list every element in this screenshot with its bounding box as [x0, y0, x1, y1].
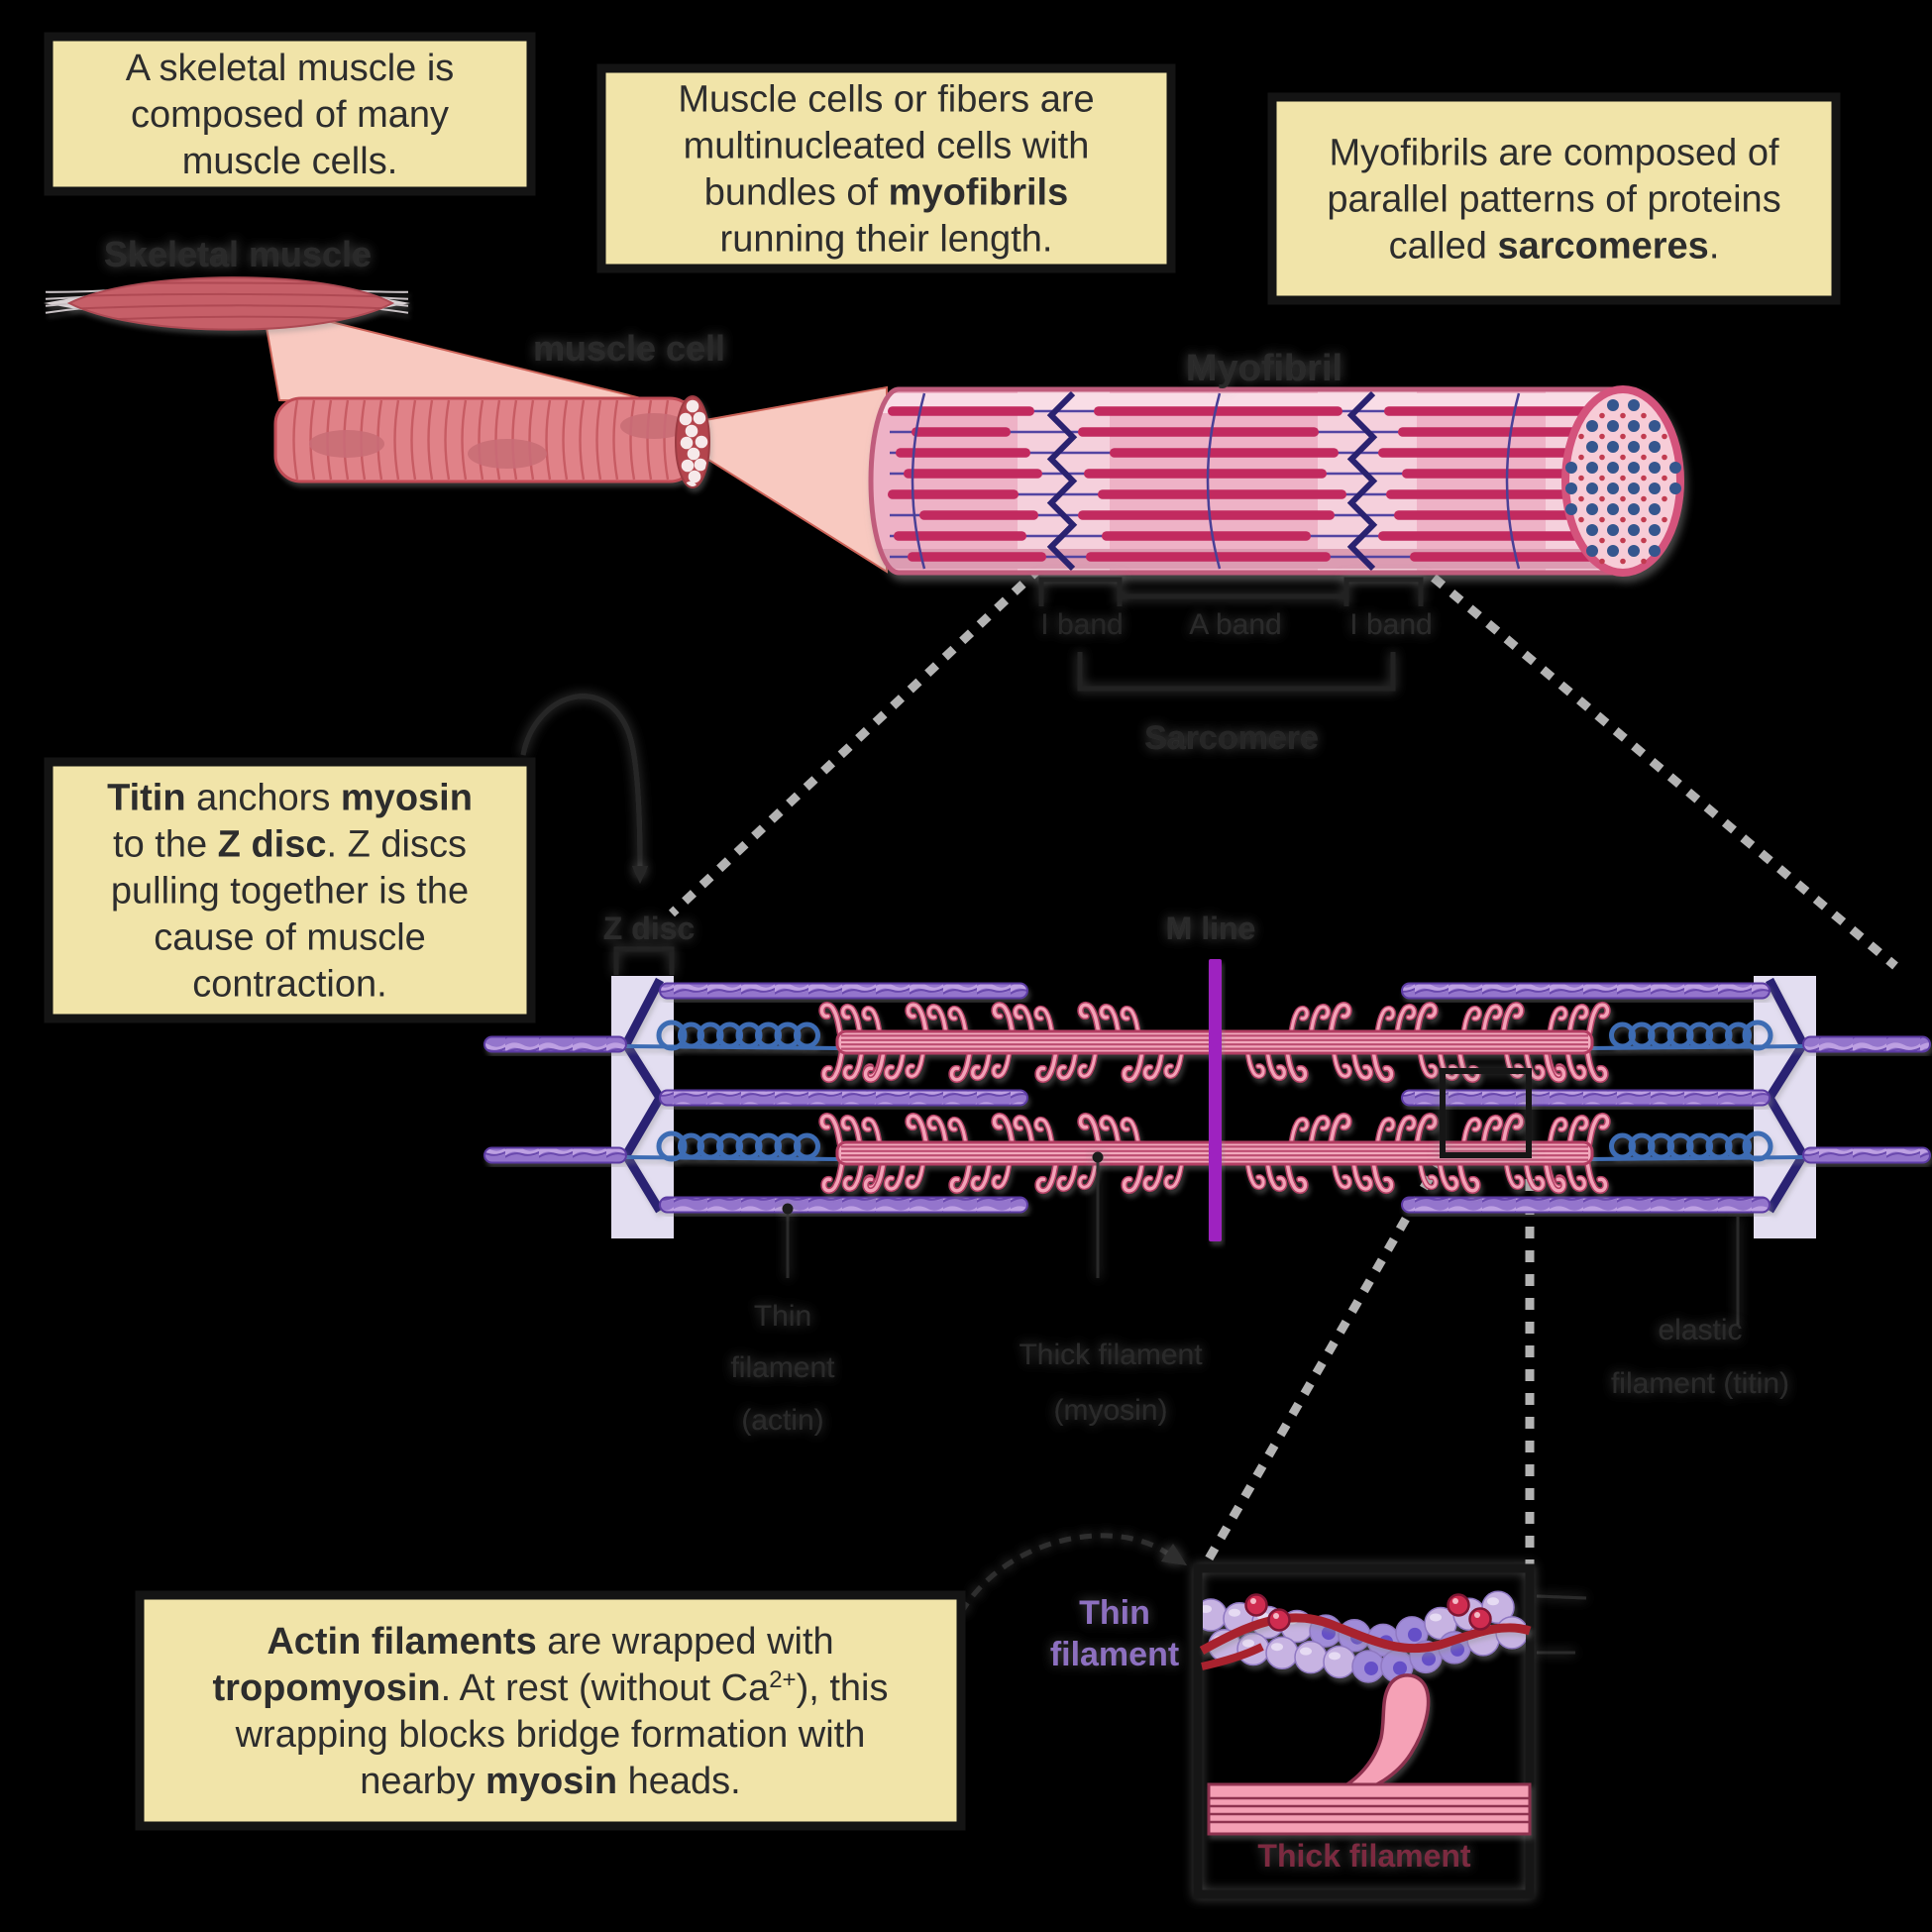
- svg-text:tropomyosin. At rest (without: tropomyosin. At rest (without Ca2+), thi…: [213, 1666, 889, 1709]
- svg-text:Thick filament: Thick filament: [1019, 1339, 1203, 1371]
- svg-text:I band: I band: [1349, 608, 1432, 641]
- svg-text:(myosin): (myosin): [1053, 1394, 1167, 1427]
- svg-text:filament (titin): filament (titin): [1611, 1367, 1789, 1400]
- svg-text:to the Z disc. Z discs: to the Z disc. Z discs: [113, 824, 467, 866]
- svg-text:Muscle cells or fibers are: Muscle cells or fibers are: [678, 79, 1094, 121]
- svg-text:(actin): (actin): [741, 1404, 823, 1437]
- svg-text:multinucleated cells with: multinucleated cells with: [684, 126, 1090, 167]
- svg-text:bundles of myofibrils: bundles of myofibrils: [704, 172, 1069, 214]
- svg-text:Thin: Thin: [754, 1300, 811, 1333]
- svg-text:pulling together is the: pulling together is the: [111, 871, 469, 912]
- svg-text:Thin: Thin: [1079, 1594, 1150, 1632]
- svg-text:M line: M line: [1166, 911, 1256, 946]
- svg-text:filament: filament: [1050, 1636, 1179, 1673]
- svg-text:wrapping blocks bridge formati: wrapping blocks bridge formation with: [235, 1714, 866, 1756]
- svg-text:running their length.: running their length.: [720, 219, 1053, 261]
- svg-text:A skeletal muscle is: A skeletal muscle is: [126, 48, 455, 89]
- svg-text:elastic: elastic: [1658, 1314, 1742, 1346]
- svg-text:contraction.: contraction.: [192, 964, 386, 1006]
- svg-text:cause of muscle: cause of muscle: [154, 917, 426, 959]
- svg-text:muscle cell: muscle cell: [533, 328, 725, 369]
- svg-text:Thick filament: Thick filament: [1257, 1838, 1471, 1874]
- svg-text:nearby myosin heads.: nearby myosin heads.: [360, 1761, 740, 1802]
- svg-text:composed of many: composed of many: [131, 94, 449, 136]
- svg-text:Z disc: Z disc: [603, 911, 695, 946]
- svg-text:filament: filament: [730, 1351, 835, 1384]
- svg-text:Titin anchors myosin: Titin anchors myosin: [107, 778, 473, 819]
- svg-text:I band: I band: [1040, 608, 1123, 641]
- svg-text:muscle cells.: muscle cells.: [182, 141, 398, 182]
- svg-text:Myofibrils are composed of: Myofibrils are composed of: [1329, 133, 1779, 174]
- svg-text:called sarcomeres.: called sarcomeres.: [1389, 226, 1720, 268]
- svg-text:Skeletal muscle: Skeletal muscle: [104, 234, 372, 274]
- svg-text:parallel patterns of proteins: parallel patterns of proteins: [1327, 179, 1780, 221]
- svg-text:Sarcomere: Sarcomere: [1144, 719, 1319, 757]
- svg-text:A band: A band: [1189, 608, 1281, 641]
- svg-text:Actin filaments are wrapped wi: Actin filaments are wrapped with: [267, 1621, 833, 1663]
- svg-text:Myofibril: Myofibril: [1186, 348, 1342, 389]
